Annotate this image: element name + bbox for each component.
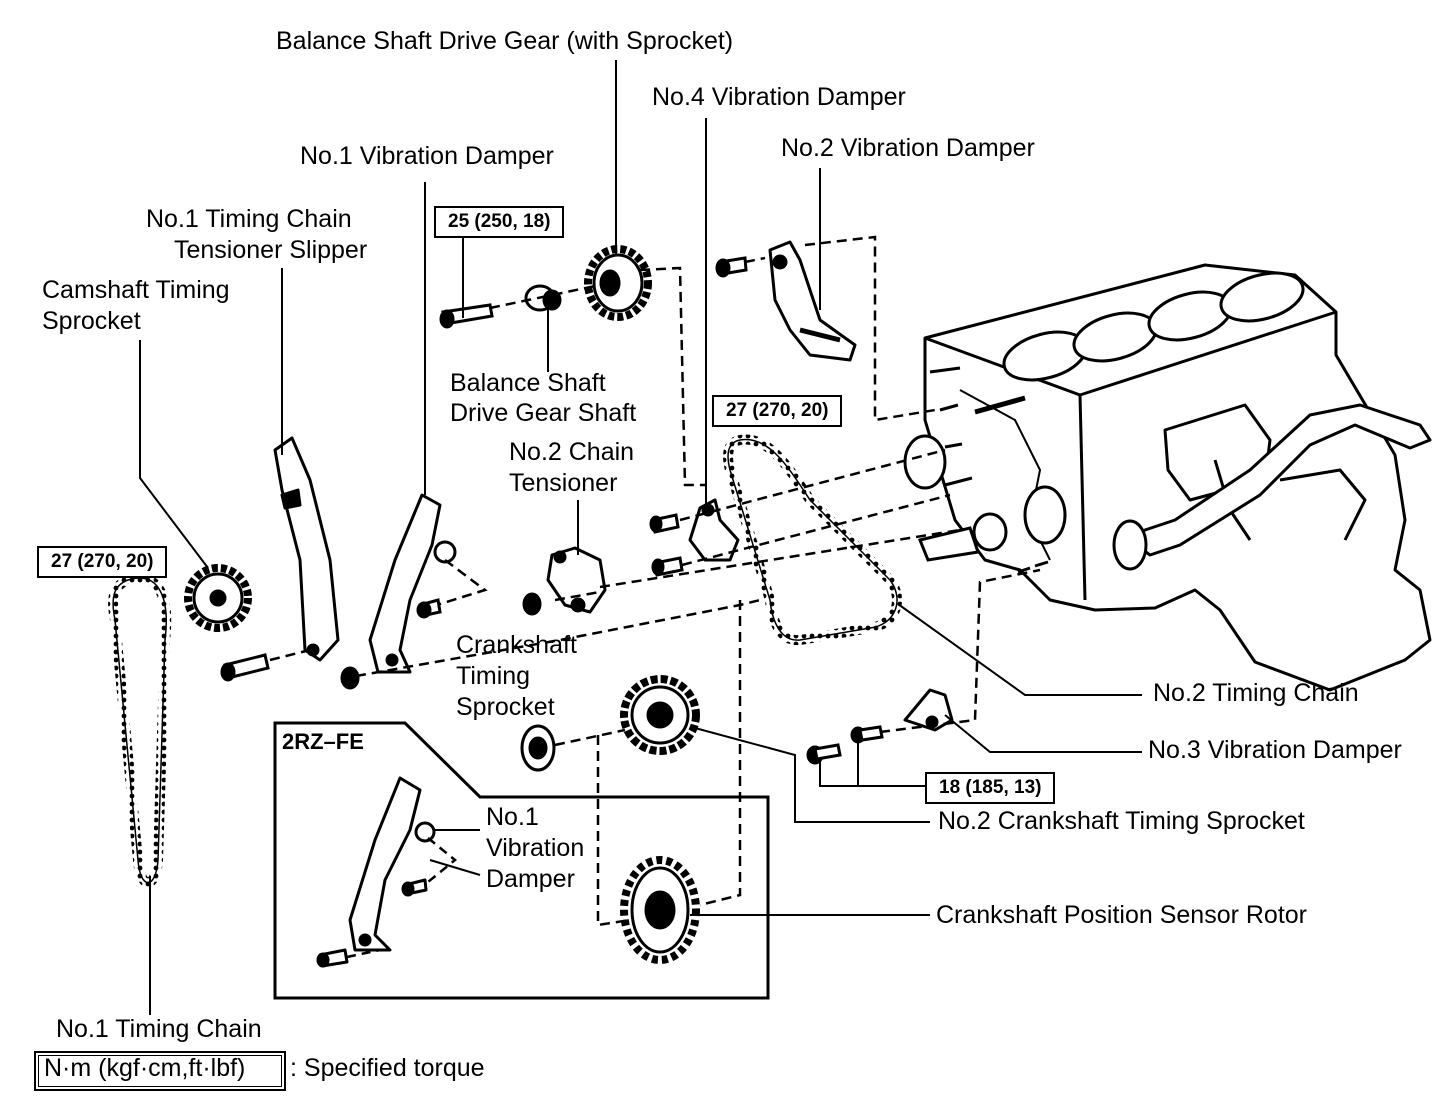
no1-vibration-damper-part	[368, 493, 457, 674]
legend-text: : Specified torque	[290, 1054, 485, 1082]
torque-box-no2-damper: 27 (270, 20)	[712, 395, 843, 427]
no2-crankshaft-timing-sprocket-part	[620, 675, 700, 755]
no1-tensioner-slipper-part	[273, 436, 340, 662]
label-inset-damper-line1: No.1	[486, 803, 539, 831]
label-inset-damper-line2: Vibration	[486, 834, 585, 862]
inset-vibration-damper-part	[316, 776, 436, 968]
label-no1-timing-chain: No.1 Timing Chain	[56, 1015, 262, 1043]
label-no2-vibration-damper: No.2 Vibration Damper	[781, 134, 1035, 162]
leader-lines	[139, 60, 1142, 1015]
label-crankshaft-position-sensor-rotor: Crankshaft Position Sensor Rotor	[936, 901, 1308, 929]
torque-box-no3-damper: 18 (185, 13)	[925, 772, 1056, 804]
no2-vibration-damper-part	[768, 240, 857, 362]
label-no2-tensioner-line1: No.2 Chain	[509, 438, 635, 466]
label-no2-tensioner-line2: Tensioner	[509, 469, 618, 497]
inset-2rz-fe-box	[273, 721, 770, 1000]
label-crank-sprocket-line3: Sprocket	[456, 693, 555, 721]
label-balance-shaft-line2: Drive Gear Shaft	[450, 399, 637, 427]
cylinder-block	[903, 263, 1432, 692]
crankshaft-position-sensor-rotor-part	[620, 856, 700, 964]
label-no1-vibration-damper: No.1 Vibration Damper	[300, 142, 554, 170]
label-crank-sprocket-line1: Crankshaft	[456, 631, 577, 659]
label-no1-slipper-line2: Tensioner Slipper	[174, 236, 368, 264]
torque-box-camshaft-sprocket: 27 (270, 20)	[37, 546, 168, 578]
label-no2-timing-chain: No.2 Timing Chain	[1153, 679, 1359, 707]
legend-torque-box	[34, 1051, 286, 1091]
no3-vibration-damper-part	[903, 688, 954, 732]
label-no4-vibration-damper: No.4 Vibration Damper	[652, 83, 906, 111]
balance-shaft-drive-gear-part	[584, 245, 652, 321]
label-no1-slipper-line1: No.1 Timing Chain	[146, 205, 352, 233]
inset-title: 2RZ–FE	[282, 729, 364, 754]
label-crank-sprocket-line2: Timing	[456, 662, 531, 690]
assembly-lines	[269, 235, 1041, 927]
no2-chain-tensioner-part	[546, 546, 607, 614]
label-camshaft-sprocket-line1: Camshaft Timing	[42, 276, 230, 304]
crankshaft-timing-sprocket-part	[520, 724, 556, 772]
bolts	[220, 256, 884, 765]
label-no3-vibration-damper: No.3 Vibration Damper	[1148, 736, 1402, 764]
label-balance-shaft-drive-gear: Balance Shaft Drive Gear (with Sprocket)	[276, 27, 734, 55]
legend-unit: N·m (kgf·cm,ft·lbf)	[44, 1054, 246, 1082]
label-no2-crankshaft-sprocket: No.2 Crankshaft Timing Sprocket	[938, 807, 1305, 835]
label-camshaft-sprocket-line2: Sprocket	[42, 307, 141, 335]
label-inset-damper-line3: Damper	[486, 865, 575, 893]
label-balance-shaft-line1: Balance Shaft	[450, 369, 606, 397]
torque-box-drive-gear-shaft: 25 (250, 18)	[434, 206, 565, 238]
camshaft-timing-sprocket-part	[184, 564, 252, 632]
